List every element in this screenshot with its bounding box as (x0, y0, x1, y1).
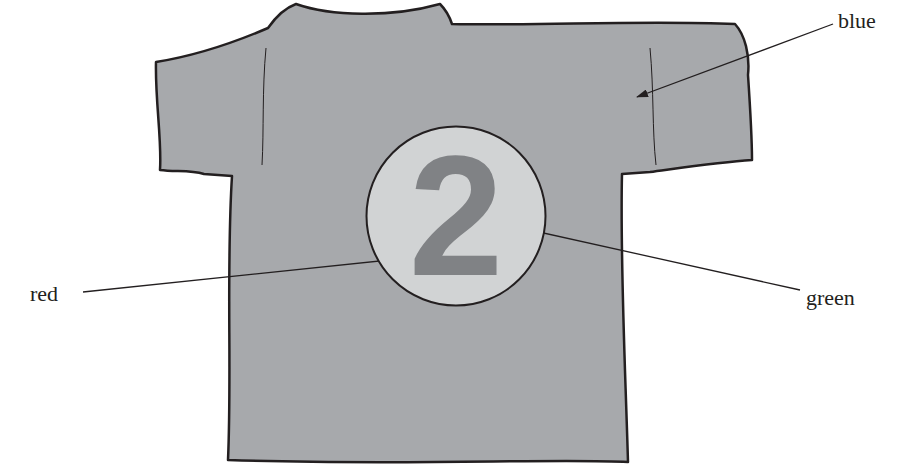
colour-label: green (806, 287, 855, 309)
leader-line (637, 24, 833, 97)
seam-line (262, 48, 266, 165)
colour-label: red (30, 283, 58, 305)
leader-line (512, 226, 800, 290)
t-shirt-outline (156, 4, 752, 462)
colour-label: blue (838, 10, 876, 32)
shirt-number: 2 (365, 125, 547, 307)
number-circle: 2 (365, 125, 547, 307)
seam-line (650, 48, 656, 165)
